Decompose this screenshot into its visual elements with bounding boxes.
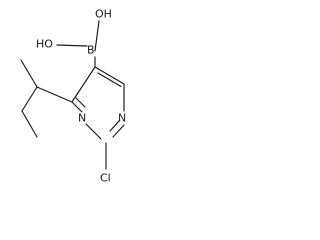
atom-oh-top: OH <box>95 8 112 21</box>
bond-c4-c5 <box>71 66 96 103</box>
bond-c4-ch <box>36 86 73 103</box>
bond-n1-c2 <box>112 124 125 138</box>
bond-ch2-ch3 <box>21 110 38 138</box>
atom-chlorine: Cl <box>100 172 111 185</box>
bond-n3-c4 <box>71 101 83 113</box>
atom-boron: B <box>87 44 95 57</box>
bond-c5-c6-double <box>97 72 122 88</box>
atom-nitrogen-bottom: N <box>78 112 86 125</box>
bond-n1-c2-double <box>109 120 120 132</box>
chemical-structure-diagram: OH HO B N N Cl <box>20 8 126 185</box>
bond-b-oh-top <box>94 20 100 52</box>
bond-b-oh-left <box>56 44 88 47</box>
atom-nitrogen-right: N <box>118 112 126 125</box>
bond-n3-c4-double <box>75 97 86 108</box>
bond-ch-ch3 <box>20 59 38 88</box>
bond-ch-ch2 <box>21 86 38 112</box>
bond-c5-c6 <box>94 66 125 85</box>
atom-oh-left: HO <box>36 38 53 51</box>
bond-c2-n3 <box>85 123 102 140</box>
